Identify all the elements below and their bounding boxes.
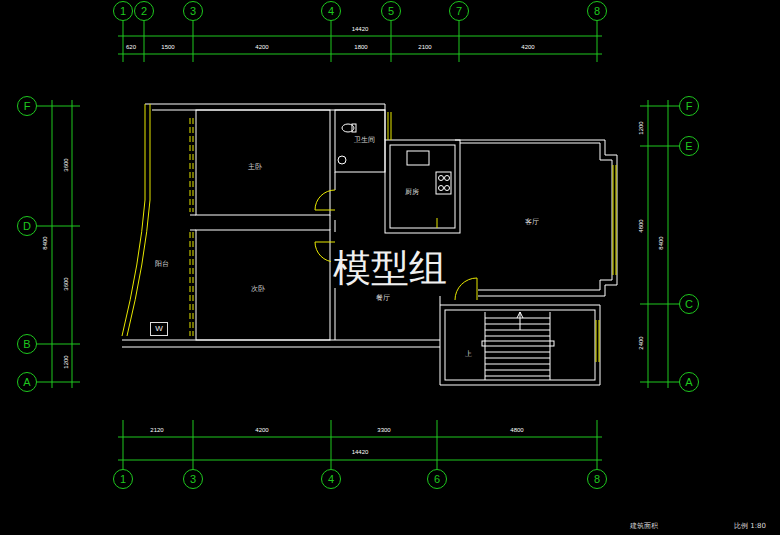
axis-bubble: A: [17, 372, 37, 392]
dimension-text: 8400: [42, 236, 48, 249]
axis-bubble: E: [679, 136, 699, 156]
room-name: 厨房: [405, 189, 419, 196]
axis-label: 3: [190, 6, 196, 17]
axis-bubble: 8: [587, 1, 607, 21]
dimension-text: 1500: [161, 44, 174, 50]
watermark: 模型组: [331, 248, 449, 288]
axis-label: 4: [328, 6, 334, 17]
dimension-text: 1200: [63, 355, 69, 368]
axis-bubble: A: [679, 372, 699, 392]
axis-bubble: C: [679, 294, 699, 314]
axis-label: B: [23, 339, 30, 350]
axis-bubble: D: [17, 216, 37, 236]
washer-box: W: [150, 322, 168, 336]
axis-bubble: 1: [113, 469, 133, 489]
title-note: 比例 1:80: [734, 523, 766, 530]
dimension-text: 620: [126, 44, 136, 50]
axis-bubble: F: [17, 96, 37, 116]
axis-label: F: [686, 101, 693, 112]
axis-label: 3: [190, 474, 196, 485]
axis-label: 8: [594, 6, 600, 17]
dimension-text: 8400: [658, 236, 664, 249]
axis-bubble: 6: [427, 469, 447, 489]
axis-label: E: [685, 141, 692, 152]
axis-label: 2: [141, 6, 147, 17]
dimension-text: 14420: [352, 26, 369, 32]
axis-bubble: 2: [134, 1, 154, 21]
dimension-text: 4800: [510, 427, 523, 433]
axis-bubble: 7: [449, 1, 469, 21]
room-name: 餐厅: [376, 295, 390, 302]
room-name: 上: [465, 351, 472, 358]
axis-bubble: 3: [183, 1, 203, 21]
room-name: 客厅: [525, 219, 539, 226]
axis-label: 6: [434, 474, 440, 485]
axis-bubble: 3: [183, 469, 203, 489]
room-name: 阳台: [155, 261, 169, 268]
dimension-text: 2120: [150, 427, 163, 433]
dimension-text: 3600: [63, 277, 69, 290]
axis-bubble: 8: [587, 469, 607, 489]
axis-bubble: 4: [321, 1, 341, 21]
axis-bubble: 1: [113, 1, 133, 21]
dimension-text: 4800: [638, 219, 644, 232]
dimension-text: 3600: [63, 158, 69, 171]
dimension-text: 2400: [638, 336, 644, 349]
axis-label: D: [23, 221, 31, 232]
axis-bubble: F: [679, 96, 699, 116]
room-name: 卫生间: [354, 137, 375, 144]
axis-label: 8: [594, 474, 600, 485]
room-name: 主卧: [248, 164, 262, 171]
dimension-text: 4200: [255, 44, 268, 50]
axis-label: 4: [328, 474, 334, 485]
axis-label: C: [685, 299, 693, 310]
axis-label: F: [24, 101, 31, 112]
dimension-text: 4200: [255, 427, 268, 433]
axis-label: 1: [120, 6, 126, 17]
axis-label: 1: [120, 474, 126, 485]
fixture-label: W: [155, 325, 163, 333]
dimension-text: 4200: [521, 44, 534, 50]
dimension-text: 1200: [638, 121, 644, 134]
axis-label: 7: [456, 6, 462, 17]
axis-bubble: 5: [381, 1, 401, 21]
axis-label: A: [23, 377, 30, 388]
dimension-text: 3300: [377, 427, 390, 433]
axis-label: A: [685, 377, 692, 388]
dimension-text: 14420: [352, 449, 369, 455]
room-name: 次卧: [251, 286, 265, 293]
axis-bubble: B: [17, 334, 37, 354]
axis-bubble: 4: [321, 469, 341, 489]
title-note: 建筑面积: [630, 523, 658, 530]
dimension-text: 1800: [354, 44, 367, 50]
axis-label: 5: [388, 6, 394, 17]
dimension-text: 2100: [418, 44, 431, 50]
